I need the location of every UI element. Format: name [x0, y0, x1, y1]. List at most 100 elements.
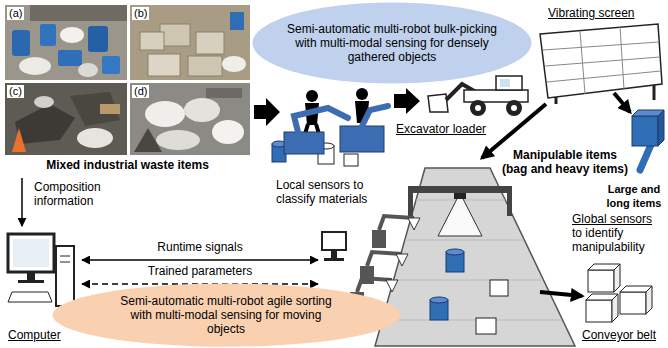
block-arrow: [254, 88, 420, 126]
conveyor-terminal-part: [322, 232, 346, 250]
large-items-part: [632, 116, 658, 146]
excavator-loader-part: [464, 90, 528, 102]
excavator-loader: [428, 76, 528, 116]
process-ellipse: Semi-automatic multi-robot bulk-picking …: [252, 2, 532, 84]
sorted-bins-part: [586, 300, 612, 322]
block-arrow-part: [394, 88, 420, 114]
excavator-loader-part: [500, 79, 510, 87]
global-sensor-gantry-part: [454, 193, 466, 199]
flow-arrow-part: [614, 93, 630, 112]
sorted-bins-part: [588, 270, 614, 292]
waste-photo-b: [130, 5, 250, 80]
sorted-bins-part: [540, 292, 582, 296]
waste-photo-d-part: [184, 98, 220, 122]
photo-panel: (b): [130, 5, 250, 80]
bulk-picking-robots-part: [362, 106, 388, 126]
waste-photo-c-part: [5, 83, 127, 155]
part-label: Vibrating screen: [548, 6, 658, 20]
waste-photo-a-part: [12, 30, 30, 56]
waste-photo-c: [5, 83, 127, 155]
vibrating-screen-part: [620, 27, 624, 89]
process-text: Semi-automatic multi-robot bulk-picking …: [285, 22, 499, 64]
waste-photo-d-part: [212, 120, 244, 144]
waste-photo-c-part: [12, 128, 26, 152]
conveyor-terminal: [322, 232, 346, 261]
bulk-picking-robots-part: [306, 90, 318, 102]
waste-photo-c-part: [70, 92, 120, 126]
signal-arrow: [22, 178, 318, 284]
waste-photo-b-part: [140, 32, 164, 50]
flow-label: Manipulable items (bag and heavy items): [500, 148, 630, 176]
sensor-label: Local sensors to classify materials: [276, 178, 382, 206]
photo-label: (b): [132, 7, 149, 20]
conveyor-belt: [375, 168, 575, 346]
conveyor-terminal-part: [324, 258, 344, 261]
photo-panel: (c): [5, 83, 127, 155]
photo-label: (c): [7, 85, 24, 98]
photo-panel: (a): [5, 5, 127, 80]
global-sensor-gantry-part: [408, 186, 512, 193]
waste-photo-d-part: [145, 101, 185, 127]
computer-icon-part: [27, 272, 35, 280]
excavator-loader-part: [496, 76, 522, 90]
caption-label: Mixed industrial waste items: [5, 158, 250, 172]
part-label: Computer: [8, 328, 78, 342]
excavator-loader-part: [470, 100, 486, 116]
waste-photo-d-part: [206, 88, 242, 98]
computer-icon: [8, 234, 74, 306]
conveyor-belt-part: [405, 240, 524, 241]
sorted-bins-part: [614, 264, 620, 292]
sorting-robot-arms-part: [396, 254, 408, 266]
waste-photo-b-part: [222, 56, 246, 72]
waste-photo-b-part: [188, 56, 222, 76]
conveyor-belt-part: [375, 168, 575, 346]
waste-photo-b-part: [230, 12, 244, 30]
waste-photo-b-part: [148, 54, 180, 76]
bulk-picking-robots-part: [356, 88, 368, 100]
ellipse-text-block: Semi-automatic multi-robot bulk-picking …: [285, 22, 499, 64]
conveyor-belt-part: [490, 280, 508, 296]
conveyor-belt-part: [476, 318, 496, 334]
computer-icon-part: [8, 292, 52, 302]
ellipse-text-block: Semi-automatic multi-robot agile sorting…: [115, 294, 337, 336]
waste-photo-a-part: [88, 26, 108, 52]
sorted-bins-part: [646, 286, 652, 314]
vibrating-screen-part: [547, 71, 661, 82]
waste-photo-a-part: [58, 50, 82, 66]
photo-panel: (d): [130, 83, 250, 155]
ellipse-fill: [52, 283, 400, 346]
global-sensor-gantry: [408, 186, 512, 236]
waste-photo-c-part: [100, 104, 120, 114]
vibrating-screen-part: [580, 31, 585, 94]
signal-label: Runtime signals: [140, 240, 260, 254]
computer-icon-part: [56, 246, 74, 306]
waste-photo-c-part: [15, 104, 75, 144]
bulk-picking-robots-part: [340, 126, 384, 152]
waste-photo-a-part: [78, 63, 98, 77]
vibrating-screen-part: [653, 85, 656, 100]
computer-icon-part: [60, 256, 70, 257]
vibrating-screen-part: [545, 57, 660, 66]
excavator-loader-part: [428, 94, 448, 112]
computer-icon-part: [13, 239, 49, 267]
waste-photo-a-part: [102, 56, 120, 74]
vibrating-screen-part: [540, 24, 662, 98]
process-text: Semi-automatic multi-robot agile sorting…: [115, 294, 337, 336]
conveyor-terminal-part: [331, 250, 337, 258]
sorted-bins: [540, 264, 652, 322]
conveyor-belt-part: [383, 320, 562, 321]
bulk-picking-robots-part: [294, 108, 348, 132]
sorting-robot-arms-part: [386, 280, 398, 292]
photo-label: (d): [132, 85, 149, 98]
vibrating-screen-part: [543, 42, 659, 50]
sorting-robot-arms-part: [372, 230, 386, 248]
computer-icon-part: [60, 262, 70, 263]
computer-icon-part: [8, 234, 54, 272]
signal-arrow-part: [21, 178, 23, 226]
block-arrow-part: [254, 98, 280, 126]
conveyor-belt-part: [446, 249, 464, 255]
sorting-robot-arms-part: [408, 218, 420, 230]
sorting-robot-arms: [350, 216, 420, 304]
vibrating-screen: [540, 24, 662, 104]
